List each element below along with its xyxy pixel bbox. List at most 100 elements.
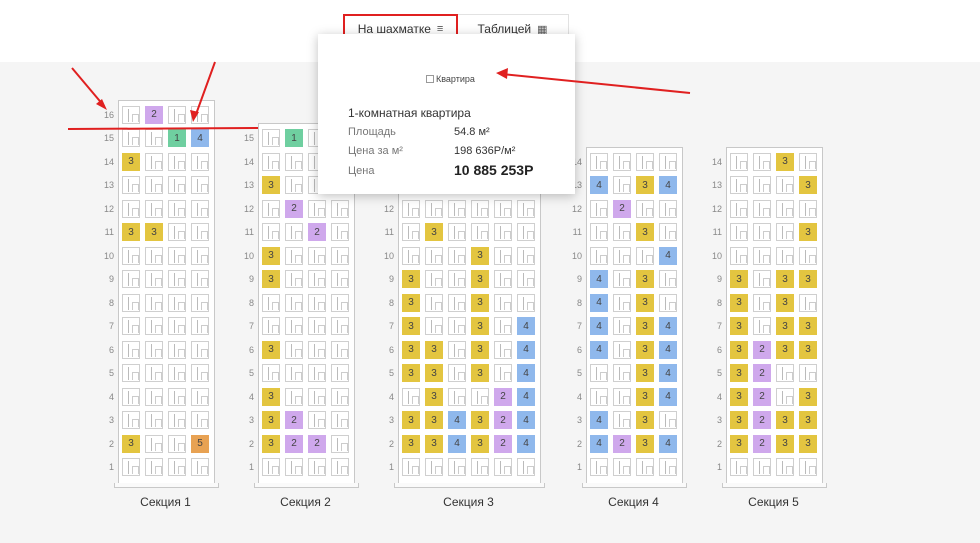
apartment-cell[interactable]: 4	[659, 176, 677, 194]
apartment-cell-unavailable[interactable]	[659, 199, 677, 218]
apartment-cell[interactable]: 3	[730, 340, 748, 359]
apartment-cell-unavailable[interactable]	[636, 152, 654, 171]
apartment-cell[interactable]: 3	[636, 176, 654, 194]
apartment-cell-unavailable[interactable]	[145, 458, 163, 476]
apartment-cell[interactable]: 3	[402, 364, 420, 382]
apartment-cell-unavailable[interactable]	[191, 364, 209, 382]
apartment-cell-unavailable[interactable]	[590, 246, 608, 265]
apartment-cell[interactable]: 3	[730, 434, 748, 453]
apartment-cell-unavailable[interactable]	[659, 293, 677, 312]
apartment-cell-unavailable[interactable]	[285, 340, 303, 359]
apartment-cell[interactable]: 3	[402, 270, 420, 288]
apartment-cell[interactable]: 2	[308, 223, 326, 241]
apartment-cell-unavailable[interactable]	[776, 458, 794, 476]
apartment-cell[interactable]: 3	[636, 387, 654, 406]
apartment-cell-unavailable[interactable]	[590, 152, 608, 171]
apartment-cell[interactable]: 3	[636, 434, 654, 453]
apartment-cell-unavailable[interactable]	[262, 199, 280, 218]
apartment-cell-unavailable[interactable]	[331, 364, 349, 382]
apartment-cell[interactable]: 2	[753, 340, 771, 359]
apartment-cell[interactable]: 4	[590, 176, 608, 194]
apartment-cell-unavailable[interactable]	[168, 411, 186, 429]
apartment-cell[interactable]: 4	[517, 317, 535, 335]
apartment-cell[interactable]: 3	[799, 434, 817, 453]
apartment-cell-unavailable[interactable]	[753, 293, 771, 312]
apartment-cell-unavailable[interactable]	[122, 317, 140, 335]
apartment-cell-unavailable[interactable]	[799, 293, 817, 312]
apartment-cell[interactable]: 3	[636, 223, 654, 241]
apartment-cell-unavailable[interactable]	[494, 246, 512, 265]
apartment-cell-unavailable[interactable]	[753, 199, 771, 218]
apartment-cell[interactable]: 2	[753, 364, 771, 382]
apartment-cell-unavailable[interactable]	[331, 458, 349, 476]
apartment-cell-unavailable[interactable]	[145, 411, 163, 429]
apartment-cell-unavailable[interactable]	[799, 246, 817, 265]
apartment-cell-unavailable[interactable]	[331, 199, 349, 218]
apartment-cell-unavailable[interactable]	[636, 199, 654, 218]
apartment-cell-unavailable[interactable]	[122, 270, 140, 288]
apartment-cell-unavailable[interactable]	[308, 340, 326, 359]
apartment-cell[interactable]: 3	[262, 434, 280, 453]
apartment-cell[interactable]: 3	[262, 411, 280, 429]
apartment-cell-unavailable[interactable]	[659, 458, 677, 476]
apartment-cell-unavailable[interactable]	[590, 223, 608, 241]
apartment-cell-unavailable[interactable]	[590, 364, 608, 382]
apartment-cell-unavailable[interactable]	[285, 152, 303, 171]
apartment-cell[interactable]: 4	[517, 387, 535, 406]
apartment-cell-unavailable[interactable]	[494, 223, 512, 241]
apartment-cell-unavailable[interactable]	[517, 293, 535, 312]
apartment-cell-unavailable[interactable]	[331, 340, 349, 359]
apartment-cell[interactable]: 3	[262, 246, 280, 265]
apartment-cell-unavailable[interactable]	[308, 364, 326, 382]
apartment-cell-unavailable[interactable]	[122, 458, 140, 476]
apartment-cell-unavailable[interactable]	[730, 152, 748, 171]
apartment-cell-unavailable[interactable]	[517, 246, 535, 265]
apartment-cell-unavailable[interactable]	[494, 270, 512, 288]
apartment-cell-unavailable[interactable]	[168, 270, 186, 288]
apartment-cell[interactable]: 3	[730, 317, 748, 335]
apartment-cell-unavailable[interactable]	[776, 176, 794, 194]
apartment-cell-unavailable[interactable]	[308, 246, 326, 265]
apartment-cell-unavailable[interactable]	[168, 246, 186, 265]
apartment-cell[interactable]: 2	[285, 199, 303, 218]
apartment-cell-unavailable[interactable]	[191, 176, 209, 194]
apartment-cell-unavailable[interactable]	[799, 199, 817, 218]
apartment-cell-unavailable[interactable]	[168, 317, 186, 335]
apartment-cell-unavailable[interactable]	[613, 387, 631, 406]
apartment-cell[interactable]: 3	[730, 387, 748, 406]
apartment-cell[interactable]: 4	[590, 317, 608, 335]
apartment-cell-unavailable[interactable]	[331, 270, 349, 288]
apartment-cell-unavailable[interactable]	[262, 364, 280, 382]
apartment-cell-unavailable[interactable]	[145, 152, 163, 171]
apartment-cell[interactable]: 3	[471, 293, 489, 312]
apartment-cell[interactable]: 3	[799, 270, 817, 288]
apartment-cell-unavailable[interactable]	[517, 199, 535, 218]
apartment-cell[interactable]: 2	[285, 434, 303, 453]
apartment-cell-unavailable[interactable]	[402, 223, 420, 241]
apartment-cell[interactable]: 3	[425, 364, 443, 382]
apartment-cell[interactable]: 4	[590, 293, 608, 312]
apartment-cell[interactable]: 3	[776, 317, 794, 335]
apartment-cell-unavailable[interactable]	[262, 458, 280, 476]
apartment-cell[interactable]: 3	[471, 317, 489, 335]
apartment-cell[interactable]: 3	[636, 293, 654, 312]
apartment-cell-unavailable[interactable]	[753, 176, 771, 194]
apartment-cell-unavailable[interactable]	[636, 246, 654, 265]
apartment-cell-unavailable[interactable]	[402, 458, 420, 476]
apartment-cell-unavailable[interactable]	[494, 317, 512, 335]
apartment-cell[interactable]: 3	[262, 176, 280, 194]
apartment-cell[interactable]: 3	[471, 270, 489, 288]
apartment-cell[interactable]: 3	[776, 411, 794, 429]
apartment-cell-unavailable[interactable]	[613, 364, 631, 382]
apartment-cell-unavailable[interactable]	[191, 152, 209, 171]
apartment-cell-unavailable[interactable]	[145, 317, 163, 335]
apartment-cell-unavailable[interactable]	[425, 458, 443, 476]
apartment-cell-unavailable[interactable]	[753, 152, 771, 171]
apartment-cell-unavailable[interactable]	[122, 387, 140, 406]
apartment-cell[interactable]: 2	[285, 411, 303, 429]
apartment-cell-unavailable[interactable]	[168, 223, 186, 241]
apartment-cell[interactable]: 4	[517, 340, 535, 359]
apartment-cell-unavailable[interactable]	[122, 176, 140, 194]
apartment-cell[interactable]: 2	[613, 199, 631, 218]
apartment-cell[interactable]: 3	[122, 152, 140, 171]
